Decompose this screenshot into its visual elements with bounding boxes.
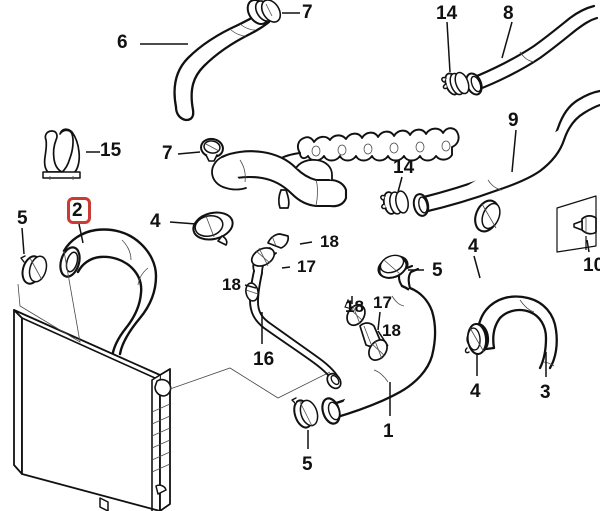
radiator — [13, 309, 172, 511]
callout-1[interactable]: 1 — [383, 421, 394, 442]
part-4-clamp-center — [192, 211, 234, 246]
part-5-clamp-left — [20, 255, 48, 285]
part-4-clamp-lower-right — [474, 199, 501, 233]
part-6-heater-feed-hose — [173, 10, 271, 122]
part-17-sleeve-upper — [267, 233, 290, 249]
part-7-clamp-ring-lower — [200, 137, 224, 162]
callout-18-b[interactable]: 18 — [222, 275, 241, 294]
detail-inset-frame — [556, 195, 597, 253]
part-18-connector-upper — [250, 247, 276, 267]
callout-14-lower[interactable]: 14 — [393, 157, 415, 178]
callout-15[interactable]: 15 — [100, 140, 122, 161]
callout-18-d[interactable]: 18 — [382, 321, 401, 340]
leader-arrow-18 — [344, 298, 353, 310]
thermostat-housing — [211, 150, 348, 209]
callout-6[interactable]: 6 — [117, 32, 128, 53]
part-4-clamp-hose3 — [464, 323, 488, 355]
part-5-clamp-hose1-top — [378, 254, 408, 279]
callout-17-a[interactable]: 17 — [297, 257, 316, 276]
callout-5-left[interactable]: 5 — [17, 208, 28, 229]
part-7-clamp-ring-top — [246, 0, 282, 26]
callout-5-mid[interactable]: 5 — [432, 260, 443, 281]
part-2-upper-radiator-hose — [59, 228, 158, 360]
part-15-retaining-clip — [42, 128, 81, 180]
callout-16[interactable]: 16 — [253, 349, 275, 370]
callout-4-right[interactable]: 4 — [468, 236, 479, 257]
assembly-leader-radiator-right — [169, 367, 331, 399]
callout-10[interactable]: 10 — [583, 255, 600, 276]
callout-7-top[interactable]: 7 — [302, 2, 313, 23]
part-14-spring-clamp-lower — [380, 190, 409, 215]
callout-9[interactable]: 9 — [508, 110, 519, 131]
callout-5-bottom[interactable]: 5 — [302, 454, 313, 475]
part-18-connector-a — [346, 303, 366, 327]
part-10-inset-part — [573, 215, 597, 235]
callout-8[interactable]: 8 — [503, 3, 514, 24]
callout-17-b[interactable]: 17 — [373, 293, 392, 312]
callout-7-lower[interactable]: 7 — [162, 143, 173, 164]
callout-18-a[interactable]: 18 — [320, 232, 339, 251]
part-5-clamp-hose1 — [291, 397, 319, 429]
assembly-leader-radiator-top — [17, 250, 81, 343]
callout-18-c[interactable]: 18 — [345, 297, 364, 316]
highlighted-part-box[interactable] — [67, 197, 91, 224]
callout-14-upper[interactable]: 14 — [436, 3, 458, 24]
part-14-spring-clamp-upper — [441, 71, 470, 96]
callout-3[interactable]: 3 — [540, 382, 551, 403]
callout-2[interactable]: 2 — [72, 200, 83, 221]
callout-4-left[interactable]: 4 — [150, 211, 161, 232]
callout-4-lower[interactable]: 4 — [470, 381, 481, 402]
part-8-coolant-pipe-upper — [465, 4, 599, 96]
